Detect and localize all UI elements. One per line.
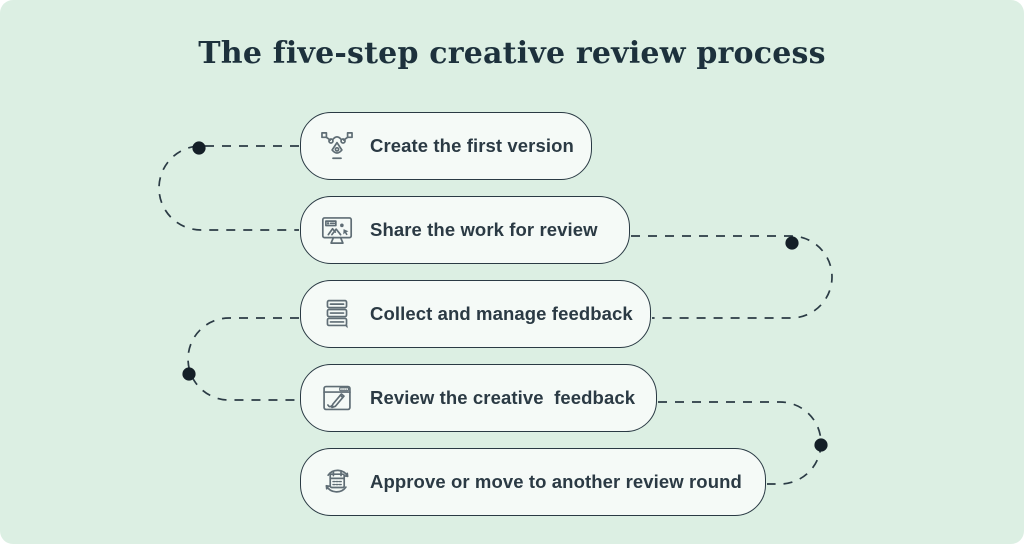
step-card-1: Create the first version [300, 112, 592, 180]
connector-path-3 [187, 317, 299, 401]
connector-path-2 [631, 235, 833, 319]
vector-pen-icon [319, 128, 355, 164]
review-window-icon [319, 380, 355, 416]
step-card-3: Collect and manage feedback [300, 280, 651, 348]
step-label: Collect and manage feedback [370, 303, 633, 324]
connector-dot [182, 367, 196, 381]
step-card-2: Share the work for review [300, 196, 630, 264]
connector-path-1 [158, 145, 299, 231]
step-label: Create the first version [370, 135, 574, 156]
step-label: Approve or move to another review round [370, 471, 742, 492]
step-card-4: Review the creative feedback [300, 364, 657, 432]
page-title: The five-step creative review process [198, 36, 826, 71]
connector-dot [192, 141, 206, 155]
approve-cycle-icon [319, 464, 355, 500]
connector-dot [814, 438, 828, 452]
share-monitor-icon [319, 212, 355, 248]
comments-stack-icon [319, 296, 355, 332]
step-label: Review the creative feedback [370, 387, 636, 408]
step-label: Share the work for review [370, 219, 598, 240]
step-card-5: Approve or move to another review round [300, 448, 766, 516]
connector-dot [785, 236, 799, 250]
